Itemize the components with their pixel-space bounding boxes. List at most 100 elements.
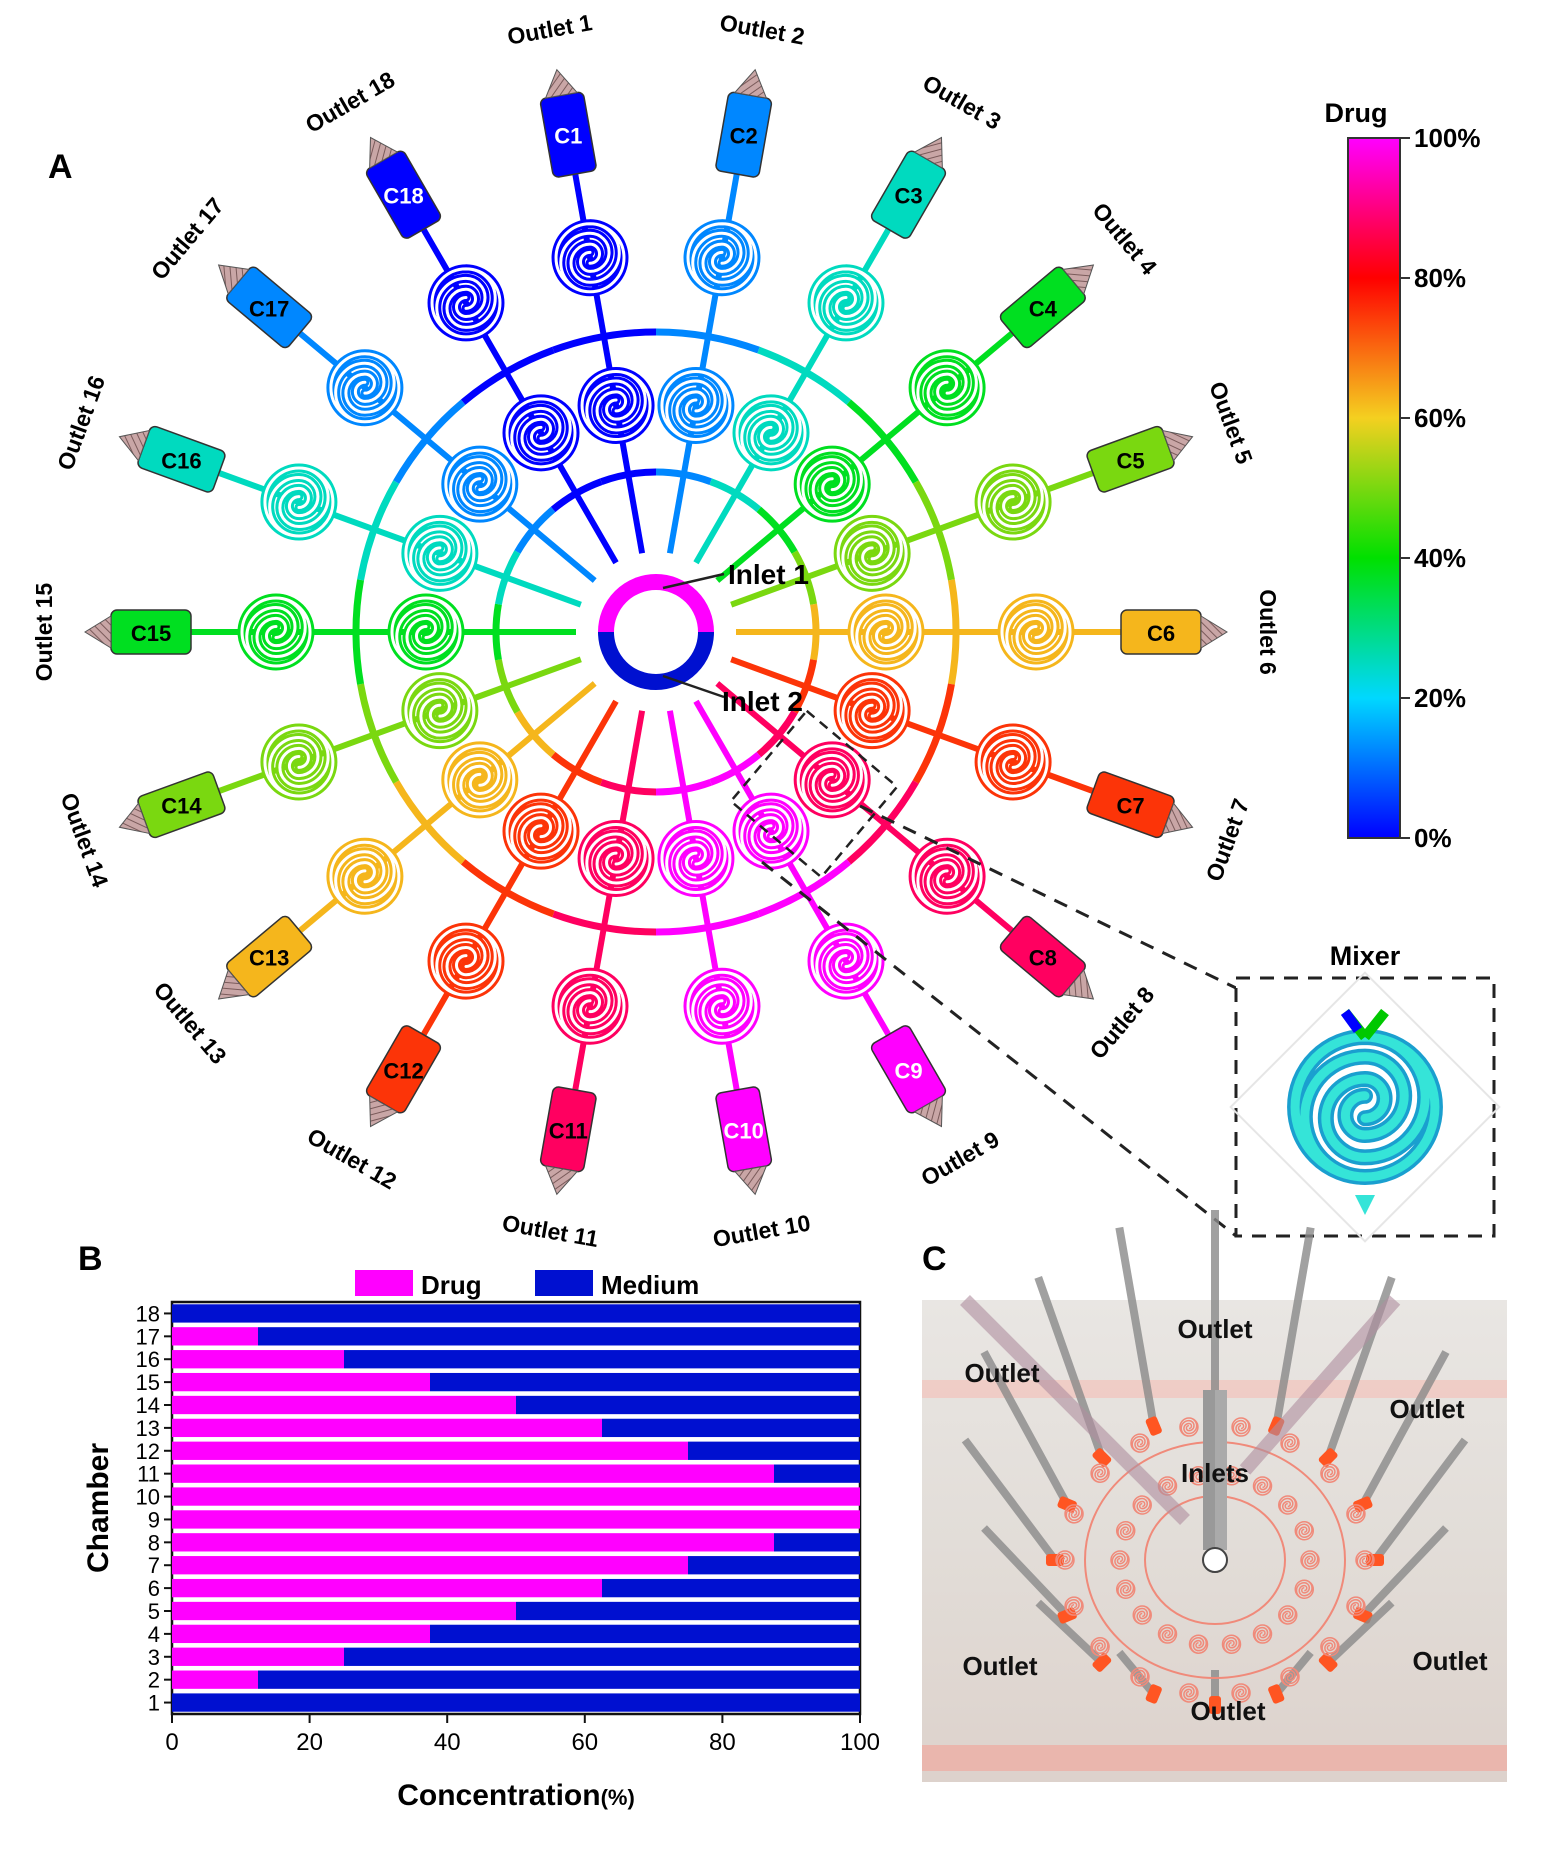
spiral-mixer [401, 672, 479, 750]
chamber-c5: C5 [1086, 425, 1194, 493]
outlet-label: Outlet 13 [149, 977, 232, 1069]
outlet-port [913, 1095, 943, 1128]
photo-label: Outlet [1190, 1696, 1265, 1726]
zoom-line-bottom [761, 860, 1237, 1238]
colorbar-gradient [1347, 137, 1401, 839]
bar-drug-11 [172, 1464, 774, 1483]
spiral-mixer [807, 264, 885, 342]
outlet-port [1161, 802, 1194, 835]
chamber-label: C15 [131, 621, 171, 646]
chamber-c6: C6 [1120, 609, 1228, 655]
photo-mixer [1252, 1476, 1273, 1496]
chamber-label: C12 [383, 1058, 423, 1083]
spoke-channel [213, 656, 582, 796]
spiral-mixer [551, 967, 629, 1045]
chamber-label: C3 [894, 184, 922, 209]
outlet-label: Outlet 8 [1084, 982, 1159, 1064]
outlet-label: Outlet 16 [52, 372, 110, 473]
mixer-inlet-b [1340, 1009, 1363, 1033]
y-tick-label: 1 [148, 1691, 160, 1716]
y-tick-label: 13 [136, 1416, 160, 1441]
bar-medium-2 [258, 1670, 860, 1689]
photo-edge-bottom [922, 1745, 1507, 1771]
mixer-inset: Mixer [729, 709, 1501, 1243]
outlet-label: Outlet 2 [718, 9, 807, 49]
bar-drug-2 [172, 1670, 258, 1689]
bar-drug-6 [172, 1578, 602, 1598]
bar-medium-3 [344, 1647, 860, 1666]
bar-drug-9 [172, 1510, 860, 1529]
bar-medium-1 [172, 1693, 860, 1712]
photo-label: Outlet [964, 1358, 1039, 1388]
x-tick-label: 60 [571, 1729, 598, 1756]
inlet-2-channel [598, 631, 714, 690]
photo-chamber [1057, 1496, 1077, 1513]
photo-chamber [1145, 1684, 1162, 1704]
chamber-label: C9 [894, 1058, 922, 1083]
bar-medium-12 [688, 1441, 860, 1460]
bar-y-axis-label: Chamber [82, 1443, 115, 1573]
bar-medium-6 [602, 1578, 860, 1598]
y-tick-label: 17 [136, 1324, 160, 1349]
y-tick-label: 2 [148, 1668, 160, 1693]
photo-label: Outlet [962, 1651, 1037, 1681]
chamber-c8: C8 [999, 915, 1095, 1000]
outlet-label: Outlet 4 [1087, 198, 1162, 280]
bar-drug-12 [172, 1441, 688, 1460]
y-tick-label: 11 [137, 1462, 160, 1487]
outlet-port [369, 136, 399, 169]
needle-tube [1325, 1599, 1395, 1666]
outlet-label: Outlet 9 [916, 1126, 1003, 1191]
spiral-mixer [326, 837, 404, 915]
bar-drug-13 [172, 1418, 602, 1438]
spiral-mixer [260, 723, 338, 801]
outlet-port [1200, 615, 1228, 649]
needle-tube [980, 1350, 1071, 1507]
photo-mixer [1294, 1521, 1315, 1541]
y-tick-label: 3 [148, 1645, 160, 1670]
chamber-label: C8 [1029, 946, 1057, 971]
bar-drug-16 [172, 1350, 344, 1369]
photo-mixer [1188, 1634, 1209, 1654]
needle-tube [1116, 1649, 1157, 1697]
bar-drug-7 [172, 1556, 688, 1575]
outlet-label: Outlet 14 [56, 789, 114, 891]
outlet-port [118, 429, 151, 462]
spiral-mixer [683, 219, 761, 297]
mixer-channel-inner [1290, 1032, 1440, 1182]
spiral-mixer [427, 264, 505, 342]
bar-medium-14 [516, 1395, 860, 1415]
y-tick-label: 9 [148, 1507, 160, 1532]
bar-medium-7 [688, 1556, 860, 1575]
photo-mixer [1115, 1579, 1136, 1599]
photo-mixer [1179, 1683, 1199, 1703]
spiral-mixer [974, 463, 1052, 541]
outlet-label: Outlet 7 [1201, 795, 1255, 884]
y-tick-label: 10 [136, 1485, 160, 1510]
chamber-c7: C7 [1086, 771, 1194, 839]
legend-swatch-medium [535, 1270, 593, 1296]
y-tick-label: 7 [148, 1553, 160, 1578]
outlet-port [217, 264, 250, 295]
zoom-line-top [859, 804, 1237, 990]
chamber-label: C4 [1029, 296, 1058, 321]
inlet-1-channel [598, 574, 714, 633]
bar-medium-13 [602, 1418, 860, 1438]
photo-mixer [1278, 1605, 1298, 1625]
y-tick-label: 6 [148, 1576, 160, 1601]
bar-drug-17 [172, 1327, 258, 1346]
spiral-mixer [732, 792, 810, 870]
mixer-outlet-arrow [1355, 1195, 1375, 1215]
photo-mixer [1132, 1605, 1152, 1625]
zoom-source-box [729, 709, 899, 879]
bar-medium-15 [430, 1372, 860, 1392]
spiral-mixer [657, 820, 735, 898]
y-tick-label: 5 [148, 1599, 160, 1624]
chamber-label: C17 [249, 296, 289, 321]
colorbar-tick-label: 0% [1414, 823, 1452, 853]
chamber-c15: C15 [84, 609, 192, 655]
colorbar-ticks: 100%80%60%40%20%0% [1400, 123, 1481, 853]
chamber-c1: C1 [539, 68, 597, 178]
